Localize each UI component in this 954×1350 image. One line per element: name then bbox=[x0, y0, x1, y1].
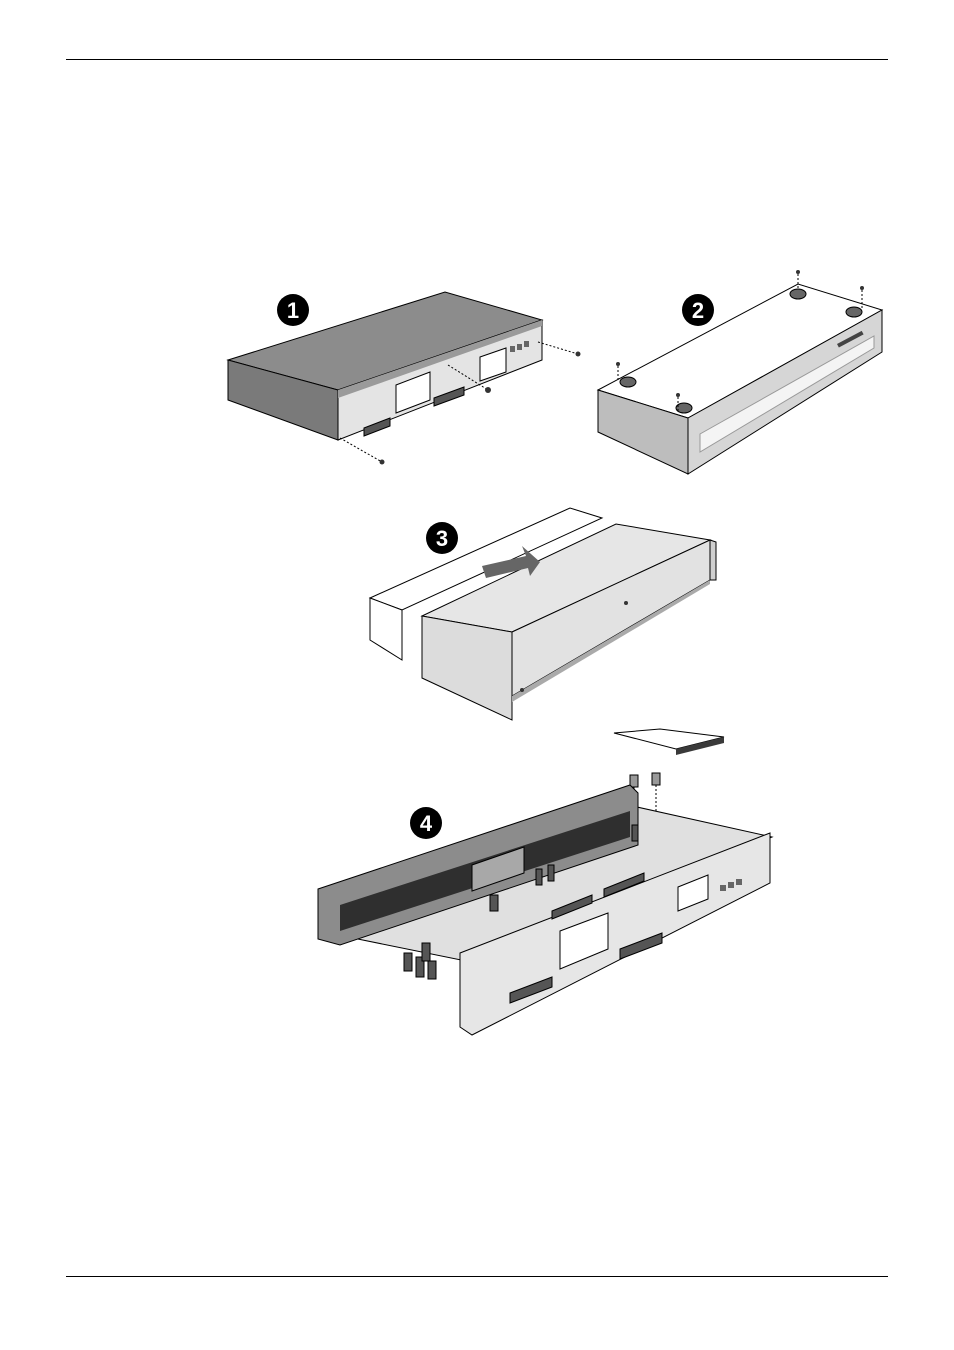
header-rule bbox=[66, 59, 888, 60]
step-4-number: 4 bbox=[420, 811, 433, 836]
step-1-figure: 1 bbox=[220, 280, 600, 480]
step-4-figure: 4 bbox=[312, 725, 782, 1040]
step-2-number: 2 bbox=[692, 298, 704, 323]
step-2-figure: 2 bbox=[592, 262, 892, 482]
footer-rule bbox=[66, 1276, 888, 1277]
step-1-number: 1 bbox=[287, 298, 299, 323]
step-3-number: 3 bbox=[436, 526, 448, 551]
step-3-figure: 3 bbox=[362, 500, 732, 725]
